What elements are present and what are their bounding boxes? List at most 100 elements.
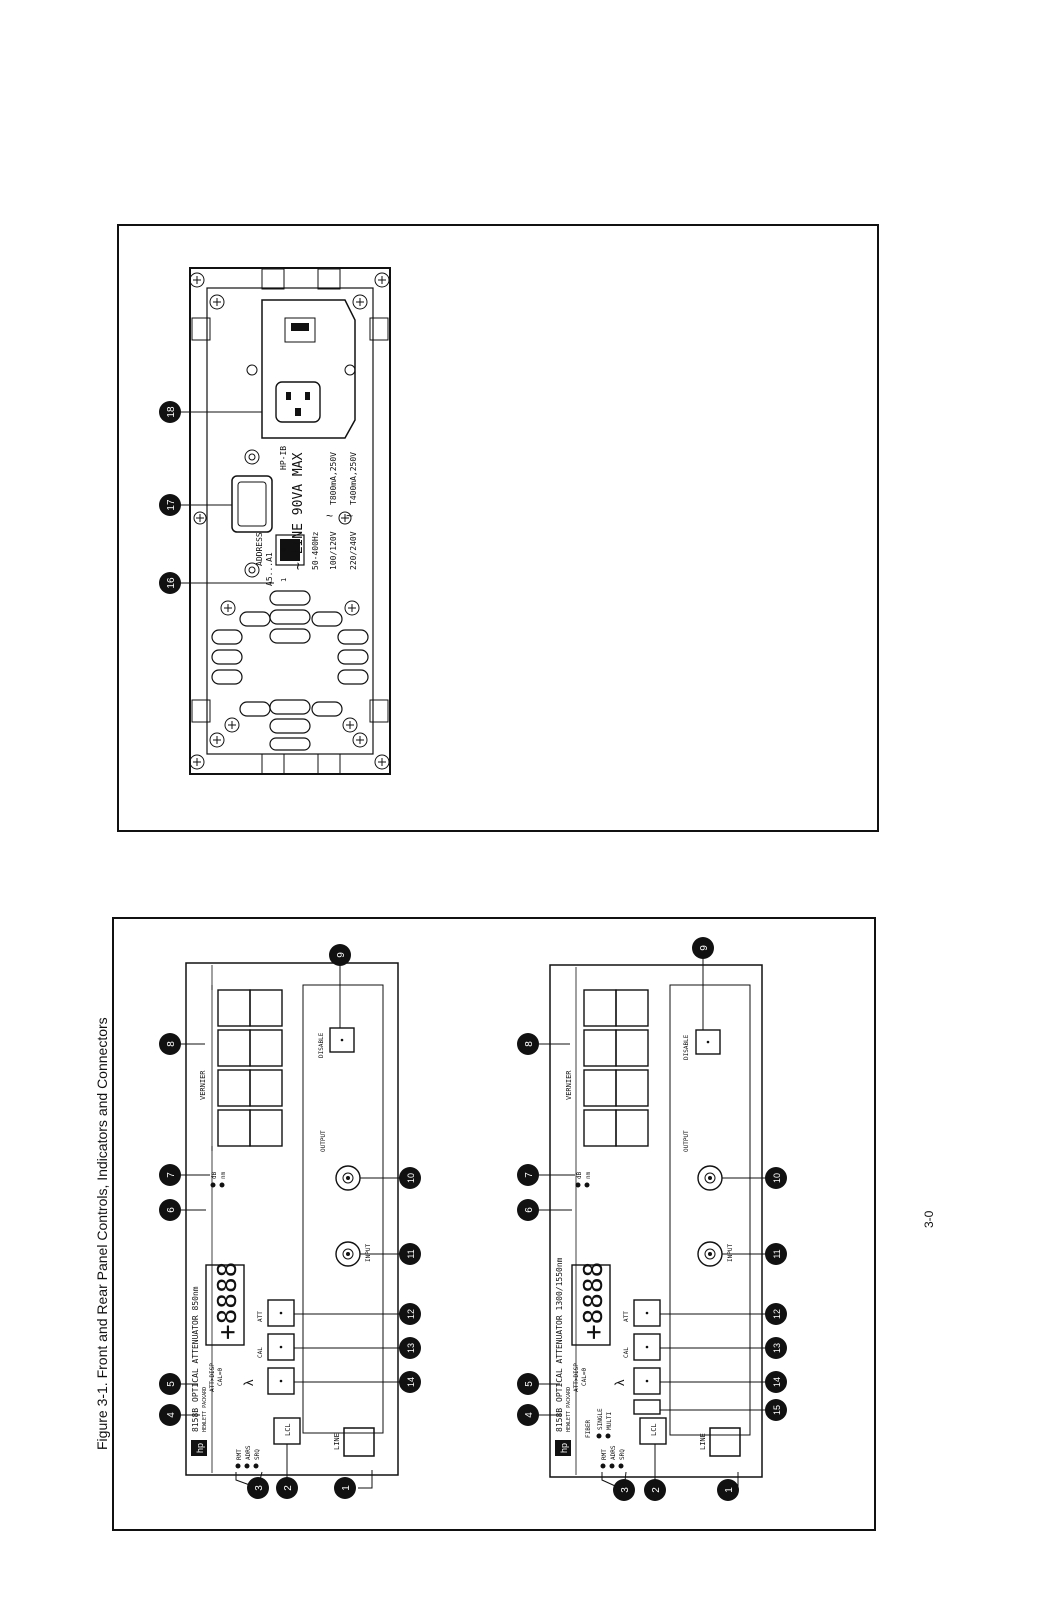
hp-ib-connector[interactable] [231,475,273,533]
line-label: LINE [699,1433,707,1450]
vernier-label: VERNIER [565,1070,573,1100]
svg-text:12: 12 [772,1309,782,1319]
cal-button[interactable] [267,1333,295,1361]
callout-1: 1 [334,1470,373,1499]
instrument-name-label: OPTICAL ATTENUATOR 850nm [191,1286,200,1402]
line-power-switch[interactable] [709,1427,741,1457]
disable-label: DISABLE [318,1032,325,1058]
lambda-button[interactable] [267,1367,295,1395]
callout-1: 1 [717,1472,739,1501]
standoff-icon [244,449,260,578]
att-button[interactable] [633,1299,661,1327]
display-digits: +8888 [213,1262,243,1340]
multi-label: MULTI [606,1412,613,1430]
lambda-label: λ [612,1379,627,1386]
cal-button[interactable] [633,1333,661,1361]
svg-text:15: 15 [772,1405,782,1415]
input-connector[interactable] [335,1241,361,1267]
svg-text:4: 4 [524,1412,535,1418]
callout-11: 11 [722,1243,787,1265]
brand-label: HEWLETT PACKARD [202,1387,208,1432]
rear-tab [261,268,285,290]
cal-label: CAL [257,1347,264,1358]
disable-button[interactable] [329,1027,355,1053]
attenuation-display: +8888 [571,1262,611,1346]
input-label: INPUT [727,1244,734,1262]
attenuation-display: +8888 [205,1262,245,1346]
lcl-button[interactable]: LCL [273,1417,301,1445]
svg-text:16: 16 [166,577,177,589]
front-figure-frame [112,917,876,1531]
fiber-button[interactable] [633,1399,661,1415]
address-switch[interactable] [275,534,305,566]
callout-11: 11 [360,1243,421,1265]
att-disp-label: ATT>DISP [209,1363,216,1392]
front-panel-1300-1550nm: hp VERNIER +8888 dB nm 8158B H [517,937,787,1501]
svg-text:2: 2 [651,1487,662,1493]
svg-text:LCL: LCL [650,1423,658,1436]
rear-figure-frame [117,224,879,832]
lambda-button[interactable] [633,1367,661,1395]
svg-text:7: 7 [524,1172,535,1178]
att-button[interactable] [267,1299,295,1327]
adrs-label: ADRS [245,1445,252,1460]
model-label: 8158B [191,1408,200,1432]
disable-button[interactable] [695,1029,721,1055]
rear-tab [261,753,285,775]
svg-text:5: 5 [524,1381,535,1387]
panel-outline [549,964,763,1478]
svg-text:14: 14 [772,1377,782,1387]
unit-indicator-leds: dB nm [575,1171,592,1188]
callout-3: 3 [235,1471,269,1499]
callout-3: 3 [601,1471,635,1501]
page-number: 3-0 [922,1210,936,1228]
callout-12: 12 [294,1303,421,1325]
rear-tab [317,268,341,290]
lcl-button[interactable]: LCL [639,1417,667,1445]
single-label: SINGLE [597,1408,604,1430]
line-power-switch[interactable] [343,1427,375,1457]
svg-text:14: 14 [406,1377,416,1387]
cal-label: CAL [623,1347,630,1358]
output-connector[interactable] [335,1165,361,1191]
svg-text:17: 17 [166,499,177,511]
brand-label: HEWLETT PACKARD [566,1387,572,1432]
tilde-glyph: ~ [346,509,353,523]
att-label: ATT [257,1311,264,1322]
fuse-2-label: T400mA,250V [349,452,358,505]
db-label: dB [211,1171,218,1179]
svg-text:4: 4 [166,1412,177,1418]
svg-text:11: 11 [772,1249,782,1258]
callout-7: 7 [159,1164,210,1186]
callout-2: 2 [276,1444,298,1499]
svg-text:2: 2 [283,1485,294,1491]
db-label: dB [576,1171,583,1179]
fiber-indicators: FIBER SINGLE MULTI [585,1408,613,1439]
rear-tab [191,317,211,341]
lower-section-outline [302,984,384,1434]
front-panel-850nm: hp VERNIER +8888 dB nm [159,944,421,1499]
hp-logo-icon: hp [555,1440,571,1456]
power-entry-module[interactable] [246,299,356,439]
line-label: LINE [333,1433,341,1450]
output-connector[interactable] [697,1165,723,1191]
callout-6: 6 [517,1199,572,1221]
input-connector[interactable] [697,1241,723,1267]
svg-text:3: 3 [254,1485,265,1491]
callout-13: 13 [660,1337,787,1359]
svg-text:1: 1 [341,1485,352,1491]
srq-label: SRQ [254,1449,261,1460]
callout-12: 12 [660,1303,787,1325]
cal-zero-label: CAL=0 [217,1368,224,1386]
instrument-name-label: OPTICAL ATTENUATOR 1300/1550nm [555,1257,564,1402]
svg-text:1: 1 [724,1487,735,1493]
vernier-label: VERNIER [199,1070,207,1100]
att-label: ATT [623,1311,630,1322]
svg-text:6: 6 [166,1207,177,1213]
adrs-label: ADRS [610,1445,617,1460]
switch-zero-label: 0 [280,548,288,552]
svg-text:10: 10 [406,1173,416,1183]
svg-text:13: 13 [406,1343,416,1353]
rear-tab [369,317,389,341]
